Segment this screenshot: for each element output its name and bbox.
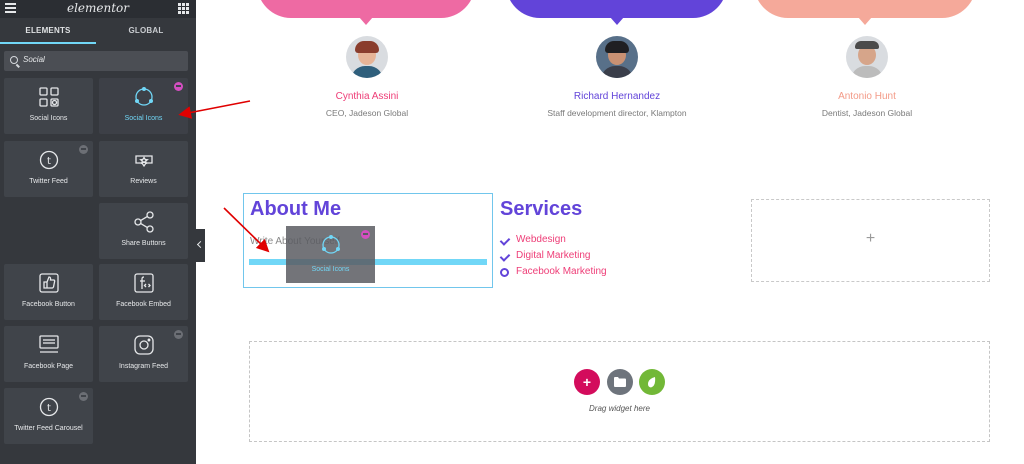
leaf-icon	[648, 376, 656, 387]
widget-reviews[interactable]: Reviews	[99, 141, 188, 197]
testimonial-bubble	[257, 0, 475, 25]
share-icon	[99, 211, 188, 233]
testimonial-role: CEO, Jadeson Global	[325, 108, 409, 118]
testimonial-bubble	[506, 0, 727, 25]
services-heading[interactable]: Services	[500, 198, 583, 220]
tab-elements[interactable]: ELEMENTS	[0, 18, 96, 44]
search-icon	[10, 56, 18, 64]
testimonial-bubble	[754, 0, 976, 25]
testimonial-role: Dentist, Jadeson Global	[821, 108, 913, 118]
instagram-icon	[99, 334, 188, 356]
add-section-area	[249, 341, 990, 442]
twitter-icon: t	[4, 149, 93, 171]
testimonial-role: Staff development director, Klampton	[547, 108, 687, 118]
widget-label: Twitter Feed Carousel	[14, 425, 83, 432]
widget-label: Facebook Button	[22, 301, 75, 308]
arrow-to-drop	[223, 207, 270, 253]
elements-panel: elementor ELEMENTS GLOBAL Social Social …	[0, 0, 196, 464]
pro-badge-icon	[174, 330, 183, 339]
drag-widget-hint: Drag widget here	[589, 404, 650, 413]
facebook-page-icon	[4, 334, 93, 356]
elementor-logo: elementor	[66, 1, 130, 15]
widget-label: Share Buttons	[121, 240, 166, 247]
tab-global[interactable]: GLOBAL	[128, 26, 164, 35]
widgets-grid-icon[interactable]	[178, 3, 189, 14]
spinner-circle-icon	[99, 86, 188, 108]
envato-kit-button[interactable]	[639, 369, 665, 395]
widget-twitter-feed-carousel[interactable]: t Twitter Feed Carousel	[4, 388, 93, 444]
dragged-widget-ghost[interactable]: Social Icons	[286, 226, 375, 283]
widget-label: Reviews	[130, 178, 157, 185]
testimonial-name: Richard Hernandez	[573, 91, 661, 102]
collapse-panel-button[interactable]	[196, 229, 205, 262]
add-icon[interactable]: +	[865, 230, 876, 247]
svg-text:t: t	[47, 156, 51, 167]
pro-badge-icon	[361, 230, 370, 239]
widget-facebook-page[interactable]: Facebook Page	[4, 326, 93, 382]
add-section-button[interactable]: +	[574, 369, 600, 395]
avatar	[596, 36, 638, 78]
widget-label: Facebook Page	[23, 363, 74, 370]
widget-label: Social Icons	[124, 115, 163, 122]
pro-badge-icon	[79, 392, 88, 401]
twitter-icon: t	[4, 396, 93, 418]
about-heading[interactable]: About Me	[250, 198, 342, 220]
arrow-to-widget	[178, 100, 251, 119]
svg-text:t: t	[47, 403, 51, 414]
pro-badge-icon	[174, 82, 183, 91]
widget-social-icons[interactable]: Social Icons	[4, 78, 93, 134]
ghost-label: Social Icons	[311, 266, 350, 273]
widget-share-buttons[interactable]: Share Buttons	[99, 203, 188, 259]
widget-facebook-button[interactable]: Facebook Button	[4, 264, 93, 320]
search-value: Social	[23, 55, 45, 64]
facebook-embed-icon	[99, 272, 188, 294]
widget-search-input[interactable]: Social	[4, 51, 188, 71]
spinner-circle-icon	[286, 234, 375, 256]
widget-label: Social Icons	[29, 115, 68, 122]
about-column-selected[interactable]	[243, 193, 493, 288]
dot-circle-icon	[500, 268, 509, 277]
menu-icon[interactable]	[5, 3, 16, 14]
pro-badge-icon	[79, 145, 88, 154]
avatar	[346, 36, 388, 78]
widget-label: Twitter Feed	[29, 178, 68, 185]
panel-header: elementor	[0, 0, 196, 18]
widget-facebook-embed[interactable]: Facebook Embed	[99, 264, 188, 320]
reviews-icon	[99, 149, 188, 171]
add-template-button[interactable]	[607, 369, 633, 395]
folder-icon	[614, 377, 626, 387]
widget-label: Facebook Embed	[116, 301, 171, 308]
testimonial-name: Cynthia Assini	[335, 91, 399, 102]
panel-tabs: ELEMENTS GLOBAL	[0, 18, 196, 44]
social-icons-icon	[4, 86, 93, 108]
testimonial-name: Antonio Hunt	[838, 91, 896, 102]
widget-twitter-feed[interactable]: t Twitter Feed	[4, 141, 93, 197]
thumbs-up-icon	[4, 272, 93, 294]
widget-label: Instagram Feed	[118, 363, 169, 370]
widget-social-icons-pro[interactable]: Social Icons	[99, 78, 188, 134]
avatar	[846, 36, 888, 78]
widget-instagram-feed[interactable]: Instagram Feed	[99, 326, 188, 382]
empty-column[interactable]: +	[751, 199, 990, 282]
